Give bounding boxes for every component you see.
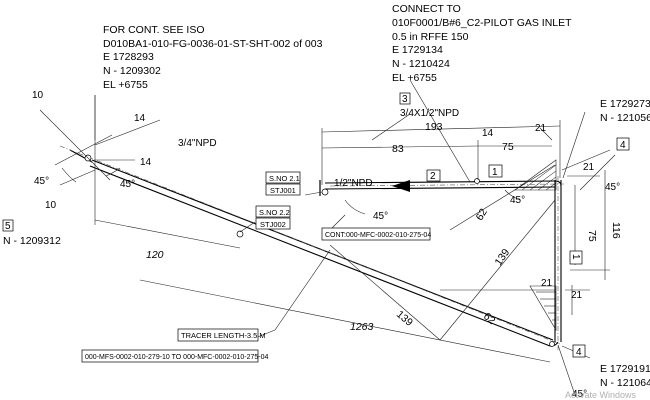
- note-cont-iso-line1: FOR CONT. SEE ISO: [103, 24, 205, 36]
- coord-se-east: E 1729191: [600, 363, 650, 375]
- dimension-lines: [39, 79, 616, 396]
- coord-se-north: N - 1210645: [600, 377, 650, 389]
- pipe-top-run-edge: [324, 186, 556, 190]
- dim-83: 83: [392, 143, 404, 155]
- dim-14b: 14: [140, 157, 152, 168]
- note-cont-iso-line3: E 1728293: [103, 51, 154, 63]
- note-connect-line4: E 1729134: [392, 44, 443, 56]
- marker-4-bottom-label: 4: [576, 347, 582, 358]
- weld-point-stj002: [236, 230, 244, 238]
- dim-45a: 45°: [34, 176, 49, 187]
- marker-2: 2: [426, 169, 441, 182]
- coord-w-north: N - 1209312: [3, 235, 61, 247]
- pipe-main-run-edge: [89, 165, 551, 347]
- tag-cont-label: CONT:000-MFC-0002-010-275-04: [325, 232, 431, 239]
- weld-point-mid: [474, 178, 480, 184]
- dim-21b: 21: [583, 162, 595, 173]
- centerline-top: [329, 183, 565, 187]
- dim-21a: 21: [535, 123, 547, 134]
- dim-10a: 10: [32, 90, 44, 101]
- note-connect-line6: EL +6755: [392, 72, 437, 84]
- dim-45c: 45°: [605, 182, 620, 193]
- marker-5: 5: [2, 219, 14, 232]
- dim-45f: 45°: [572, 389, 587, 400]
- dim-139a: 139: [492, 247, 512, 268]
- coord-ne-north: N - 1210563: [600, 112, 650, 124]
- flow-arrow-icon: [392, 180, 410, 192]
- dim-75a: 75: [502, 141, 514, 153]
- dim-14a: 14: [134, 113, 146, 124]
- hatch-bottom: [529, 285, 557, 332]
- dim-14c: 14: [482, 128, 494, 139]
- marker-2-label: 2: [430, 171, 436, 182]
- dim-45b: 45°: [120, 179, 135, 190]
- tag-stj002-label: STJ002: [260, 220, 286, 229]
- dim-45e: 45°: [373, 211, 388, 222]
- dim-62a: 62: [474, 206, 490, 222]
- marker-1-right: 1: [569, 250, 583, 265]
- note-cont-iso-line4: N - 1209302: [103, 65, 161, 77]
- note-cont-iso-line5: EL +6755: [103, 79, 148, 91]
- coord-ne: E 1729273 N - 1210563: [600, 98, 650, 124]
- tag-sno21-label: S.NO 2.1: [269, 174, 300, 183]
- dim-193: 193: [425, 121, 443, 133]
- note-connect-line2: 010F0001/B#6_C2-PILOT GAS INLET: [392, 17, 572, 29]
- dim-75b: 75: [586, 230, 598, 242]
- note-cont-iso: FOR CONT. SEE ISO D010BA1-010-FG-0036-01…: [103, 24, 323, 91]
- marker-4-top-label: 4: [620, 140, 626, 151]
- weld-point-stj001: [321, 188, 329, 196]
- label-npd-1-2: 1/2"NPD: [334, 178, 373, 189]
- tag-cont: CONT:000-MFC-0002-010-275-04: [321, 227, 431, 241]
- marker-4-bottom: 4: [572, 344, 586, 358]
- tag-stj001-label: STJ001: [270, 186, 296, 195]
- tag-sno22-label: S.NO 2.2: [259, 208, 290, 217]
- tag-tracer-label: TRACER LENGTH-3.5 M: [181, 331, 266, 340]
- dimension-text: 10 14 14 45° 45° 10 193 83 14 75 21 21 4…: [32, 90, 622, 400]
- dim-116: 116: [610, 222, 622, 239]
- marker-3: 3: [399, 92, 411, 105]
- hatch-top: [514, 159, 557, 191]
- note-connect: CONNECT TO 010F0001/B#6_C2-PILOT GAS INL…: [392, 3, 572, 84]
- dim-139b: 139: [394, 308, 415, 329]
- dim-21c: 21: [541, 278, 553, 289]
- weld-point-se: [549, 341, 555, 347]
- tag-line-to: 000-MFS-0002-010-279-10 TO 000-MFC-0002-…: [81, 349, 269, 363]
- marker-4-top: 4: [616, 137, 630, 151]
- marker-3-label: 3: [402, 94, 408, 105]
- marker-1-right-label: 1: [570, 254, 581, 260]
- coord-ne-east: E 1729273: [600, 98, 650, 110]
- dim-10b: 10: [45, 200, 57, 211]
- coord-se: E 1729191 N - 1210645: [600, 363, 650, 389]
- dim-1263: 1263: [350, 321, 374, 333]
- label-reducer: 3/4X1/2"NPD: [400, 108, 459, 119]
- tag-tracer: TRACER LENGTH-3.5 M: [177, 328, 266, 342]
- tag-sno22: S.NO 2.2 STJ002: [255, 205, 291, 230]
- note-connect-line1: CONNECT TO: [392, 3, 461, 15]
- marker-1-top: 1: [488, 164, 503, 178]
- note-cont-iso-line2: D010BA1-010-FG-0036-01-ST-SHT-002 of 003: [103, 38, 323, 50]
- note-connect-line5: N - 1210424: [392, 58, 450, 70]
- label-npd-3-4: 3/4"NPD: [178, 138, 217, 149]
- tag-line-to-label: 000-MFS-0002-010-279-10 TO 000-MFC-0002-…: [85, 354, 269, 361]
- dim-21d: 21: [571, 290, 583, 301]
- watermark-text: Activate Windows: [565, 390, 637, 400]
- pipe-top-run: [324, 180, 556, 184]
- note-connect-line3: 0.5 in RFFE 150: [392, 31, 469, 43]
- marker-1-top-label: 1: [492, 167, 498, 178]
- pipe-route: [59, 145, 565, 350]
- tag-sno21: S.NO 2.1 STJ001: [265, 171, 301, 196]
- marker-5-label: 5: [5, 221, 11, 232]
- dim-120: 120: [146, 249, 164, 261]
- dim-45d: 45°: [510, 195, 525, 206]
